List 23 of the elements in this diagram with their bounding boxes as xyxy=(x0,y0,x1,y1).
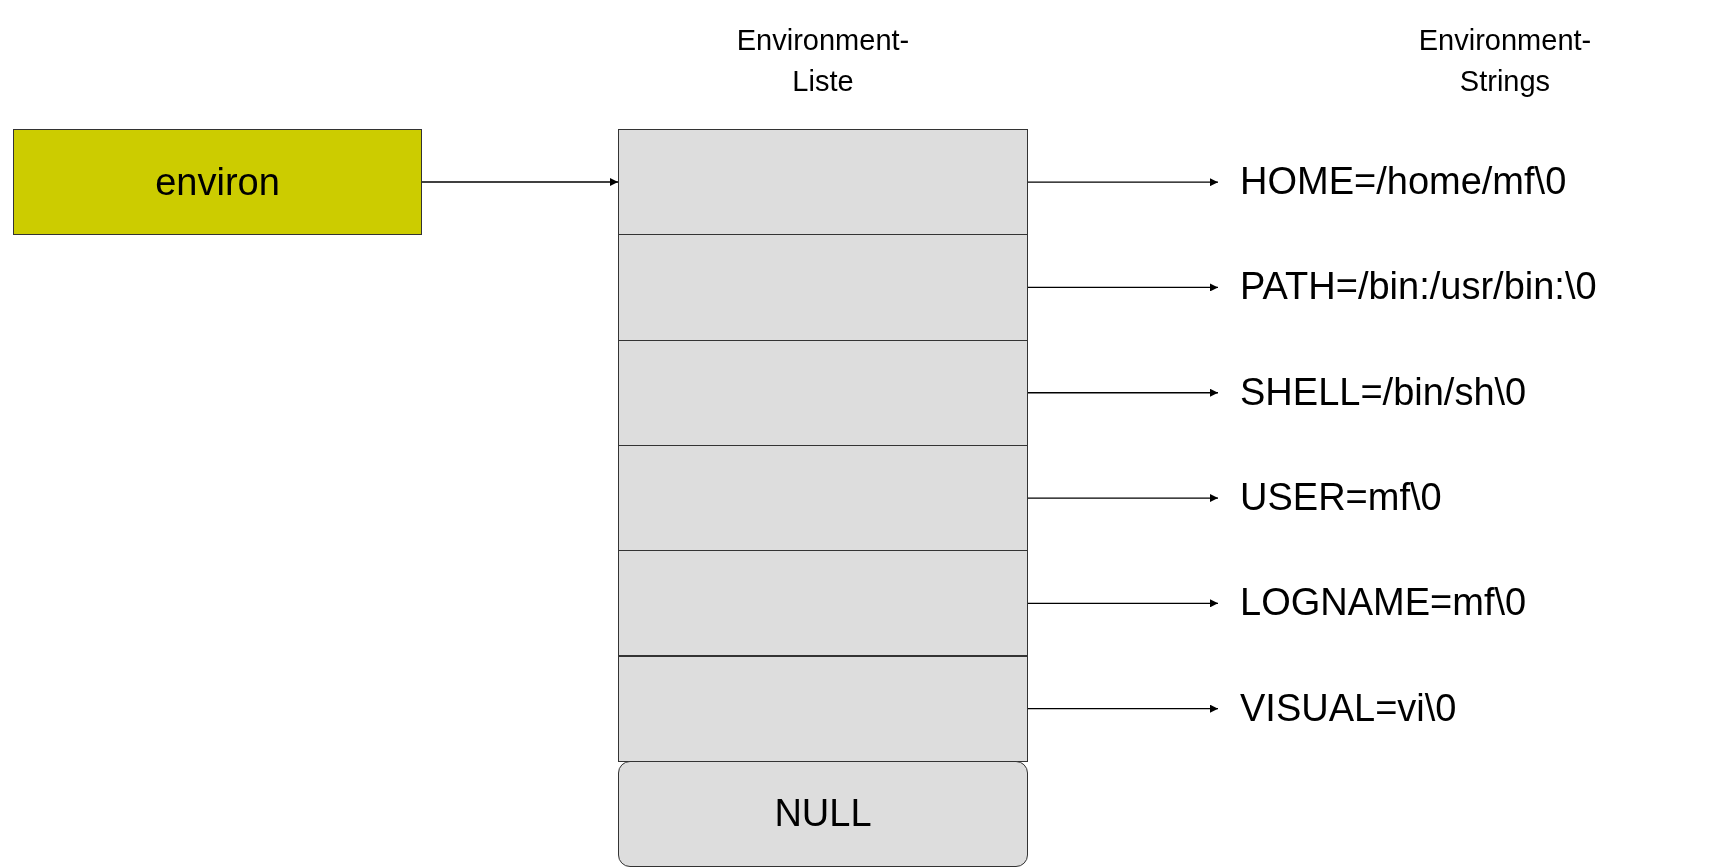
string-value: HOME=/home/mf\0 xyxy=(1240,156,1567,207)
array-cell xyxy=(618,550,1028,657)
string-value: SHELL=/bin/sh\0 xyxy=(1240,367,1527,418)
pointer-box: environ xyxy=(13,129,422,235)
arrow xyxy=(1027,283,1219,292)
string-value: VISUAL=vi\0 xyxy=(1240,683,1457,734)
array-cell xyxy=(618,234,1028,341)
string-value: PATH=/bin:/usr/bin:\0 xyxy=(1240,261,1597,312)
column-heading: Environment-Liste xyxy=(735,23,911,99)
array-cell xyxy=(618,444,1028,552)
arrow xyxy=(1027,494,1219,503)
null-cell: NULL xyxy=(618,760,1028,867)
arrow xyxy=(1027,178,1219,187)
array-cell xyxy=(618,655,1028,762)
array-cell xyxy=(618,339,1028,446)
string-value: USER=mf\0 xyxy=(1240,472,1442,523)
string-value: LOGNAME=mf\0 xyxy=(1240,577,1527,628)
arrow xyxy=(421,178,619,186)
arrow xyxy=(1027,599,1219,608)
arrow xyxy=(1027,388,1219,397)
column-heading: Environment-Strings xyxy=(1417,23,1593,99)
array-cell xyxy=(618,129,1028,236)
arrow xyxy=(1027,704,1219,713)
